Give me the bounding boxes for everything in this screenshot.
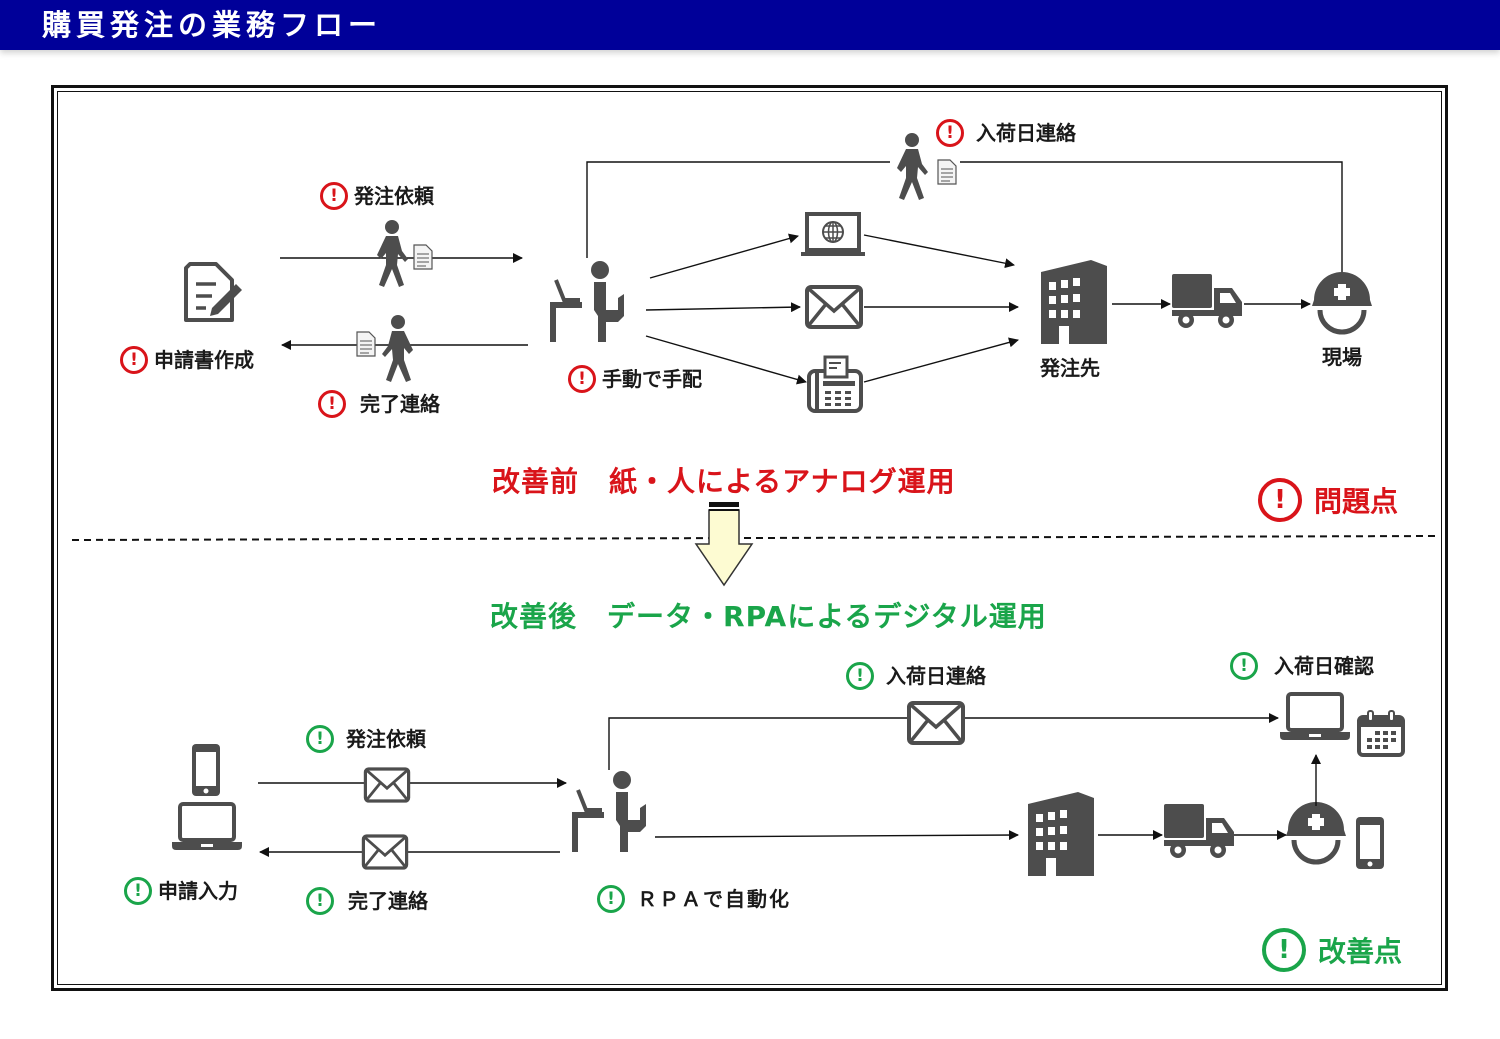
check-icon: ! [846, 662, 874, 690]
fax-icon [807, 355, 863, 413]
document-icon [356, 331, 376, 357]
before-heading: 改善前紙・人によるアナログ運用 [492, 465, 956, 498]
warning-icon: ! [318, 390, 346, 418]
label-arrival-check: ! 入荷日確認 [1230, 652, 1374, 680]
section-divider [71, 535, 1437, 541]
laptop-icon [1278, 692, 1352, 742]
truck-icon [1172, 274, 1242, 328]
fax-order-arrow [645, 335, 807, 385]
warning-icon: ! [1258, 478, 1302, 522]
label-order-request-before: ! 発注依頼 [320, 182, 434, 210]
warning-icon: ! [936, 119, 964, 147]
helmet-icon [1286, 802, 1346, 862]
walker-icon [377, 220, 408, 287]
fax-to-supplier-arrow [863, 337, 1019, 383]
label-completion-after: ! 完了連絡 [306, 887, 428, 915]
web-to-supplier-arrow [863, 234, 1015, 269]
rpa-to-supplier-arrow [654, 830, 1019, 841]
document-icon [937, 159, 957, 185]
label-application-after: ! 申請入力 [124, 877, 238, 905]
worker-at-desk-icon [548, 259, 626, 344]
improvement-legend: ! 改善点 [1262, 928, 1402, 972]
label-order-request-after: ! 発注依頼 [306, 725, 426, 753]
page-title: 購買発注の業務フロー [42, 8, 383, 42]
walker-icon [382, 315, 413, 382]
diagram-frame [51, 85, 1448, 991]
mail-icon [363, 767, 411, 803]
check-icon: ! [1262, 928, 1306, 972]
check-icon: ! [1230, 652, 1258, 680]
label-manual-before: ! 手動で手配 [568, 365, 702, 393]
header-bar: 購買発注の業務フロー [0, 0, 1500, 50]
supplier-building-icon [1028, 792, 1094, 876]
application-form-icon [184, 262, 242, 322]
check-icon: ! [124, 877, 152, 905]
label-rpa: ! ＲＰＡで自動化 [597, 885, 791, 913]
mail-icon [907, 701, 965, 745]
check-icon: ! [306, 725, 334, 753]
worker-at-desk-icon [570, 769, 648, 854]
check-icon: ! [306, 887, 334, 915]
check-icon: ! [597, 885, 625, 913]
label-arrival-notice-before: ! 入荷日連絡 [936, 119, 1076, 147]
arrival-notice-line [586, 161, 1347, 289]
label-arrival-notice-after: ! 入荷日連絡 [846, 662, 986, 690]
mail-icon [805, 285, 863, 329]
arrival-notice-line [608, 713, 1279, 770]
mail-order-arrow [645, 302, 801, 313]
calendar-icon [1357, 710, 1405, 757]
helmet-icon [1312, 272, 1372, 332]
label-site: 現場 [1322, 345, 1362, 369]
web-laptop-icon [801, 212, 865, 256]
warning-icon: ! [320, 182, 348, 210]
web-order-arrow [649, 233, 799, 279]
smartphone-icon [1356, 817, 1384, 869]
warning-icon: ! [568, 365, 596, 393]
label-application-before: ! 申請書作成 [120, 346, 254, 374]
supplier-building-icon [1041, 260, 1107, 344]
smartphone-icon [192, 744, 220, 796]
label-supplier: 発注先 [1040, 356, 1100, 380]
mail-icon [361, 834, 409, 870]
transition-arrow [694, 502, 754, 587]
laptop-icon [170, 802, 244, 852]
warning-icon: ! [120, 346, 148, 374]
document-icon [413, 244, 433, 270]
problem-legend: ! 問題点 [1258, 478, 1398, 522]
label-completion-before: ! 完了連絡 [318, 390, 440, 418]
after-heading: 改善後データ・RPAによるデジタル運用 [490, 600, 1047, 633]
truck-icon [1164, 804, 1234, 858]
